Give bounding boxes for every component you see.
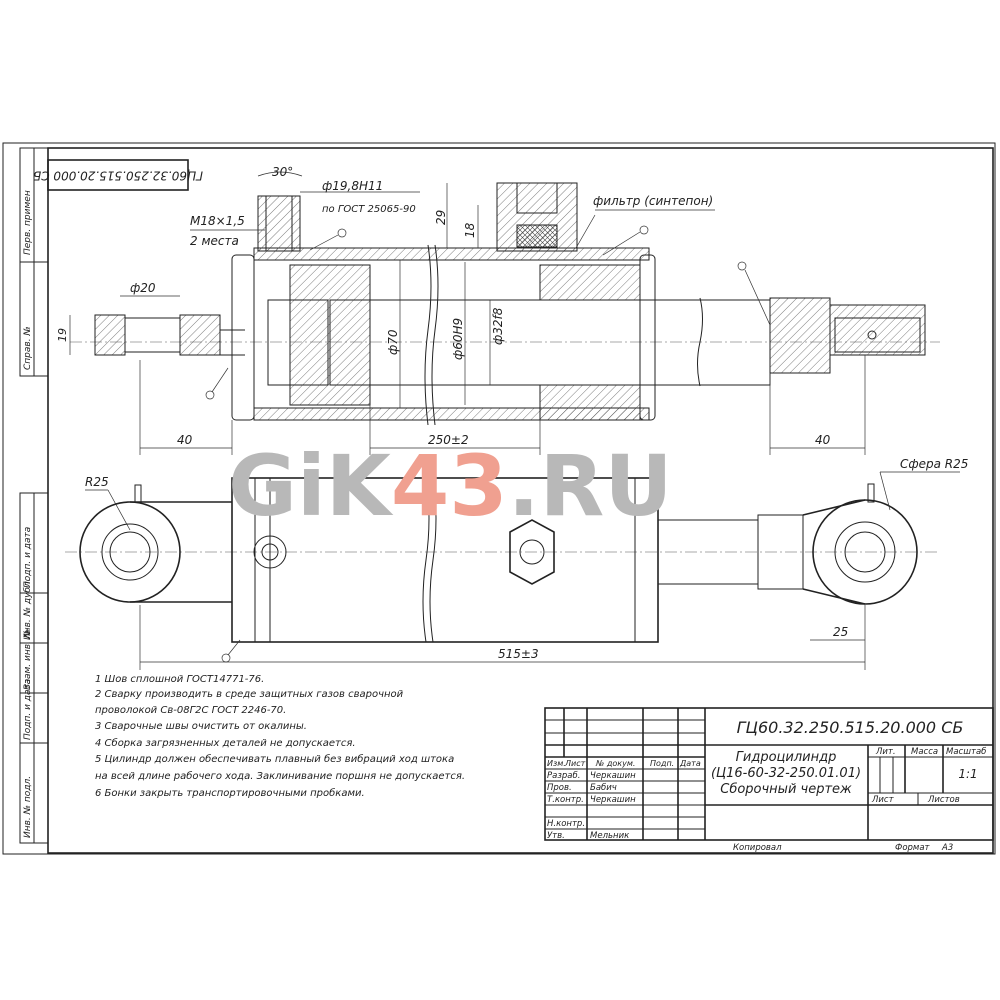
scale-label: Масштаб — [946, 747, 986, 757]
margin-label: Подп. и дата — [23, 679, 33, 740]
sheets-label: Листов — [927, 795, 960, 805]
sheet-label: Лист — [871, 795, 895, 805]
dim-29: 29 — [434, 210, 448, 225]
left-margin-strip: Перв. примен Справ. № Подп. и дата Инв. … — [19, 147, 49, 844]
dim-sphere: Сфера R25 — [900, 457, 968, 471]
dimension-labels: 30° ф19,8H11 по ГОСТ 25065-90 M18×1,5 2 … — [56, 165, 968, 661]
rotated-designation: ГЦ60.32.250.515.20.000 СБ — [33, 169, 203, 183]
title-block: ГЦ60.32.250.515.20.000 СБ Гидроцилиндр (… — [544, 707, 994, 853]
section-view — [69, 171, 940, 455]
note: 1 Шов сплошной ГОСТ14771-76. — [95, 674, 264, 685]
margin-label: Подп. и дата — [23, 527, 33, 588]
header-list: Лист — [564, 759, 586, 768]
dim-length: 515±3 — [498, 647, 539, 661]
note: 4 Сборка загрязненных деталей не допуска… — [95, 737, 356, 749]
note: 5 Цилиндр должен обеспечивать плавный бе… — [95, 753, 454, 765]
outer-view — [65, 471, 960, 670]
lit-label: Лит. — [875, 747, 896, 757]
watermark: GiK43.RU — [228, 437, 673, 535]
dim-angle: 30° — [272, 165, 293, 179]
note: 6 Бонки закрыть транспортировочными проб… — [95, 787, 365, 799]
dim-left-40: 40 — [177, 433, 193, 447]
role-label: Пров. — [547, 783, 572, 793]
role-name: Бабич — [590, 783, 617, 793]
role-name: Черкашин — [590, 795, 636, 805]
margin-label: Инв. № дубл. — [23, 578, 33, 640]
note: проволокой Св-08Г2С ГОСТ 2246-70. — [95, 705, 286, 716]
dim-18: 18 — [463, 222, 477, 238]
scale-value: 1:1 — [958, 767, 977, 781]
role-label: Утв. — [547, 831, 565, 841]
role-label: Н.контр. — [547, 819, 585, 829]
header-date: Дата — [679, 759, 701, 768]
copied-label: Копировал — [733, 843, 782, 853]
header-doc: № докум. — [595, 759, 635, 768]
sheet-outer-border — [2, 142, 996, 855]
dim-bore: ф60H9 — [451, 318, 465, 360]
note: на всей длине рабочего хода. Заклинивани… — [95, 770, 465, 782]
dim-r25: R25 — [85, 475, 109, 489]
format-label: Формат — [895, 843, 931, 853]
margin-label: Справ. № — [23, 326, 33, 370]
margin-label: Взам. инв. № — [23, 629, 33, 690]
role-name: Черкашин — [590, 771, 636, 781]
margin-label: Инв. № подл. — [23, 776, 33, 838]
dim-eye-dia: ф20 — [130, 281, 156, 295]
dim-bore-outer: ф70 — [386, 329, 400, 355]
role-name: Мельник — [590, 831, 630, 841]
header-sign: Подп. — [650, 759, 674, 768]
technical-notes: 1 Шов сплошной ГОСТ14771-76. 2 Сварку пр… — [95, 674, 465, 799]
dim-stroke: 250±2 — [428, 433, 469, 447]
product-name: Гидроцилиндр — [736, 750, 837, 765]
filter-label: фильтр (синтепон) — [593, 194, 713, 208]
role-label: Т.контр. — [547, 795, 584, 805]
dim-eye-width: 19 — [56, 328, 69, 342]
format-value: A3 — [941, 843, 953, 853]
document-type: Сборочный чертеж — [720, 782, 852, 797]
dim-rod: ф32f8 — [491, 307, 505, 345]
drawing-designation: ГЦ60.32.250.515.20.000 СБ — [737, 718, 964, 737]
dim-port-dia: ф19,8H11 — [322, 179, 383, 193]
dim-thread-qty: 2 места — [190, 234, 239, 248]
dim-25: 25 — [833, 625, 848, 639]
dim-thread: M18×1,5 — [190, 214, 245, 228]
dim-right-40: 40 — [815, 433, 831, 447]
note: 2 Сварку производить в среде защитных га… — [95, 689, 404, 700]
mass-label: Масса — [911, 747, 938, 757]
header-izm: Изм. — [547, 759, 566, 768]
dim-port-std: по ГОСТ 25065-90 — [322, 204, 416, 215]
note: 3 Сварочные швы очистить от окалины. — [95, 721, 307, 732]
role-label: Разраб. — [547, 771, 580, 781]
rotated-stamp-box — [47, 159, 189, 191]
margin-label: Перв. примен — [23, 190, 33, 255]
product-code: (Ц16-60-32-250.01.01) — [711, 766, 861, 781]
